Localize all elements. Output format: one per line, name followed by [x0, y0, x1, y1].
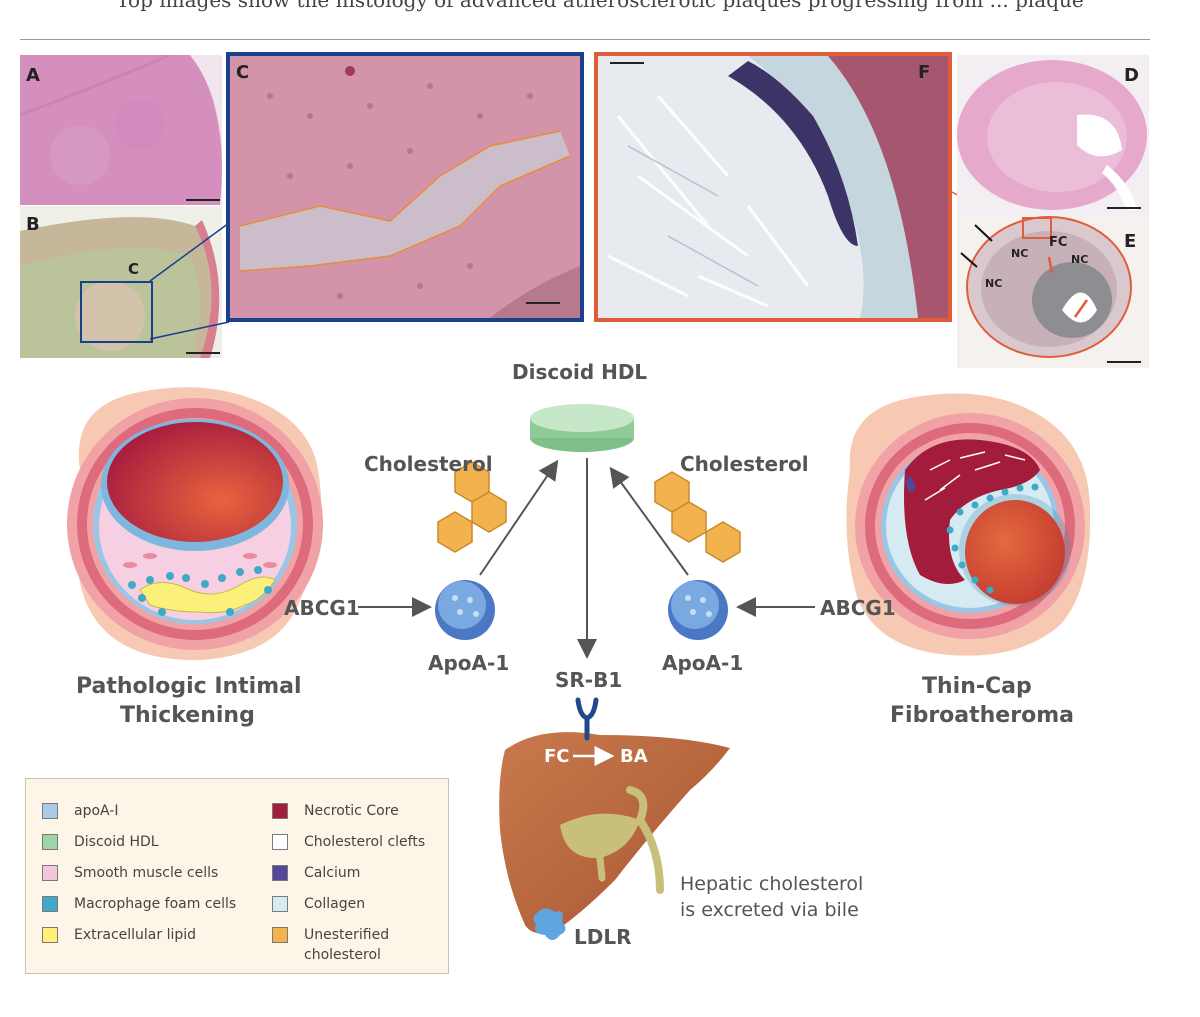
- panel-e-scalebar: [1107, 361, 1141, 363]
- legend-label: Collagen: [304, 896, 366, 912]
- cholesterol-molecule-left: [437, 461, 507, 553]
- legend-swatch: [42, 834, 58, 850]
- pit-title-line2: Thickening: [120, 703, 255, 728]
- legend-swatch: [42, 803, 58, 819]
- legend-item: Necrotic Core: [272, 801, 399, 821]
- panel-e-nc-label-2: NC: [985, 277, 1003, 290]
- abcg1-label-right: ABCG1: [820, 596, 896, 620]
- caption-text: Top images show the histology of advance…: [116, 0, 1084, 12]
- legend-label: Discoid HDL: [74, 834, 159, 850]
- legend-item: Extracellular lipid: [42, 925, 196, 945]
- panel-e-image: [957, 215, 1149, 368]
- hepatic-label-line1: Hepatic cholesterol: [680, 873, 864, 895]
- legend-item: Unesterified cholesterol: [272, 925, 389, 963]
- legend-swatch: [42, 865, 58, 881]
- apoa1-particle-right: [668, 580, 728, 640]
- legend-label: Necrotic Core: [304, 803, 399, 819]
- ldlr-receptor: [533, 908, 566, 940]
- histology-panel-c: C: [226, 52, 584, 322]
- arrow-apoa1-left-to-hdl: [479, 459, 559, 576]
- legend-label-line1: Unesterified: [304, 927, 390, 943]
- tcfa-artery-illustration: [846, 393, 1091, 656]
- panel-f-image: [598, 56, 948, 318]
- caption-divider: [20, 39, 1150, 40]
- panel-c-scalebar: [526, 302, 560, 304]
- legend-item: Smooth muscle cells: [42, 863, 218, 883]
- panel-d-scalebar: [1107, 207, 1141, 209]
- abcg1-label-left: ABCG1: [284, 596, 360, 620]
- legend-swatch: [272, 865, 288, 881]
- legend-label: Calcium: [304, 865, 361, 881]
- legend-item: Collagen: [272, 894, 365, 914]
- figure-caption-fragment: Top images show the histology of advance…: [0, 0, 1200, 30]
- legend-swatch: [272, 927, 288, 943]
- panel-f-label: F: [918, 62, 931, 83]
- srb1-label: SR-B1: [555, 668, 623, 692]
- legend-item: apoA-I: [42, 801, 118, 821]
- panel-a-label: A: [26, 65, 40, 86]
- panel-b-zoom-box: [80, 281, 153, 343]
- histology-panel-a: A: [20, 55, 222, 205]
- legend-swatch: [42, 927, 58, 943]
- legend-label: Macrophage foam cells: [74, 896, 237, 912]
- legend-item: Calcium: [272, 863, 360, 883]
- srb1-receptor: [575, 697, 599, 741]
- cholesterol-molecule-right: [654, 471, 741, 563]
- panel-b-label: B: [26, 214, 40, 235]
- pit-artery-illustration: [67, 387, 323, 661]
- legend-label: Extracellular lipid: [74, 927, 197, 943]
- discoid-hdl-shape: [530, 404, 634, 452]
- legend-swatch: [272, 803, 288, 819]
- legend-label: Unesterified cholesterol: [304, 925, 389, 965]
- pit-title-line1: Pathologic Intimal: [76, 674, 302, 699]
- panel-a-scalebar: [186, 199, 220, 201]
- apoa1-label-left: ApoA-1: [428, 651, 510, 675]
- legend-label: Smooth muscle cells: [74, 865, 219, 881]
- panel-e-nc-label-3: NC: [1071, 253, 1089, 266]
- histology-panel-f: F: [594, 52, 952, 322]
- panel-e-label: E: [1124, 231, 1137, 252]
- panel-e-fc-label: FC: [1049, 235, 1068, 250]
- histology-panel-d: D: [957, 55, 1149, 215]
- liver-illustration: [499, 732, 730, 934]
- fc-label: FC: [544, 746, 570, 767]
- panel-d-label: D: [1124, 65, 1139, 86]
- tcfa-title-line2: Fibroatheroma: [890, 703, 1074, 728]
- legend-item: Cholesterol clefts: [272, 832, 425, 852]
- hepatic-label-line2: is excreted via bile: [680, 899, 859, 921]
- panel-c-image: [230, 56, 580, 318]
- panel-c-label: C: [236, 62, 250, 83]
- panel-a-image: [20, 55, 222, 205]
- cholesterol-label-left: Cholesterol: [364, 452, 493, 476]
- legend-box: apoA-I Discoid HDL Smooth muscle cells M…: [25, 778, 449, 974]
- discoid-hdl-label: Discoid HDL: [512, 360, 648, 384]
- legend-label: Cholesterol clefts: [304, 834, 426, 850]
- panel-d-image: [957, 55, 1149, 215]
- ldlr-label: LDLR: [574, 925, 632, 949]
- legend-item: Discoid HDL: [42, 832, 159, 852]
- legend-label: apoA-I: [74, 803, 119, 819]
- legend-swatch: [42, 896, 58, 912]
- ba-label: BA: [620, 746, 648, 767]
- legend-swatch: [272, 896, 288, 912]
- histology-panel-e: NC FC NC NC E: [957, 215, 1149, 368]
- panel-f-scalebar: [610, 62, 644, 64]
- panel-b-zoom-marker-label: C: [128, 260, 140, 278]
- tcfa-title-line1: Thin-Cap: [922, 674, 1032, 699]
- legend-item: Macrophage foam cells: [42, 894, 236, 914]
- arrow-apoa1-right-to-hdl: [609, 466, 689, 576]
- legend-label-line2: cholesterol: [304, 947, 381, 963]
- panel-e-nc-label-1: NC: [1011, 247, 1029, 260]
- legend-swatch: [272, 834, 288, 850]
- apoa1-particle-left: [435, 580, 495, 640]
- cholesterol-label-right: Cholesterol: [680, 452, 809, 476]
- panel-b-scalebar: [186, 352, 220, 354]
- apoa1-label-right: ApoA-1: [662, 651, 744, 675]
